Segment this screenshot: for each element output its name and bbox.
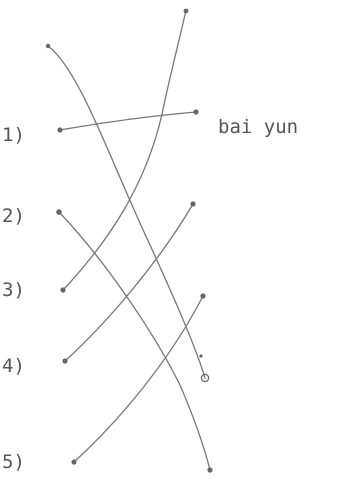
dot-bottom-right — [207, 467, 213, 473]
line-item1-to-top-right — [59, 111, 197, 131]
answer-text: bai yun — [218, 116, 298, 138]
label-1: 1) — [2, 124, 25, 146]
line-item3-to-top — [62, 9, 187, 291]
dot-top — [183, 8, 189, 14]
line-item2-to-bottom-right — [58, 211, 211, 471]
dot-lower-right — [200, 293, 206, 299]
label-5: 5) — [2, 451, 25, 473]
label-4: 4) — [2, 355, 25, 377]
dot-item1 — [57, 127, 63, 133]
dot-top-left — [45, 43, 51, 49]
label-2: 2) — [2, 205, 25, 227]
dot-top-right — [193, 109, 199, 115]
dot-item3 — [60, 287, 66, 293]
line-item4-to-mid-right — [64, 203, 194, 362]
dot-small-right — [199, 354, 203, 358]
label-3: 3) — [2, 279, 25, 301]
dot-mid-right — [190, 201, 196, 207]
line-top-left-to-right-circle — [47, 45, 206, 379]
dot-item4 — [62, 358, 68, 364]
dot-item5 — [71, 459, 77, 465]
line-item5-to-lower-right — [73, 295, 204, 463]
circle-right — [200, 373, 210, 383]
dot-item2 — [56, 209, 62, 215]
